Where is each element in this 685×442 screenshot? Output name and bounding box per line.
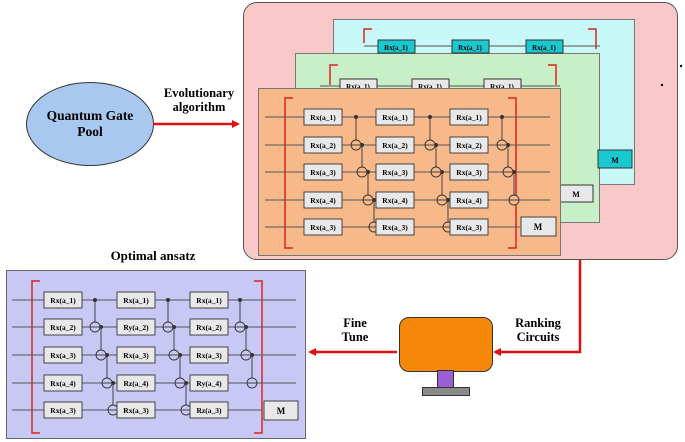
fine-tune-line2: Tune bbox=[341, 330, 369, 345]
optimal-gate: Ry(a_2) bbox=[123, 323, 149, 332]
ranking-line1: Ranking bbox=[515, 316, 561, 330]
front-gate: Rx(a_2) bbox=[382, 141, 408, 150]
front-gate: Rx(a_1) bbox=[382, 113, 408, 122]
ranking-line2: Circuits bbox=[516, 330, 560, 345]
optimal-gate: Rx(a_3) bbox=[50, 351, 76, 360]
front-gate: Rx(a_1) bbox=[456, 113, 482, 122]
evolutionary-line2: algorithm bbox=[172, 100, 226, 115]
front-gate: Rx(a_4) bbox=[382, 196, 408, 205]
front-gate: Rx(a_4) bbox=[310, 196, 336, 205]
front-gate: Rx(a_3) bbox=[456, 223, 482, 232]
optimal-gate: Rx(a_1) bbox=[50, 296, 76, 305]
optimal-gate: Rx(a_1) bbox=[196, 296, 222, 305]
back-top-gates bbox=[377, 39, 564, 54]
optimal-gate: Rx(a_1) bbox=[123, 296, 149, 305]
middle-measure-label: M bbox=[572, 190, 580, 199]
evolutionary-line1: Evolutionary bbox=[163, 86, 235, 100]
pool-label-line1: Quantum Gate bbox=[46, 108, 134, 124]
optimal-gate: Rx(a_3) bbox=[123, 351, 149, 360]
optimal-gate: Rx(a_4) bbox=[50, 379, 76, 388]
optimal-gate: Rx(a_3) bbox=[196, 351, 222, 360]
optimal-measure-label: M bbox=[277, 406, 286, 416]
middle-gate-1: Rx(a_1) bbox=[346, 83, 370, 91]
fine-tune-label: Fine Tune bbox=[325, 316, 385, 345]
optimal-gate: Rx(a_3) bbox=[50, 406, 76, 415]
front-gate: Rx(a_2) bbox=[310, 141, 336, 150]
front-gate: Rx(a_3) bbox=[382, 223, 408, 232]
front-gate: Rx(a_3) bbox=[310, 223, 336, 232]
middle-gate-2: Rx(a_1) bbox=[418, 83, 442, 91]
optimal-gate: Rx(a_3) bbox=[123, 406, 149, 415]
monitor-icon bbox=[399, 317, 493, 372]
front-measure-label: M bbox=[534, 222, 543, 232]
back-gate-1: Rx(a_1) bbox=[384, 44, 408, 52]
back-measure-label: M bbox=[611, 156, 619, 165]
arrow-to-ranking bbox=[493, 260, 582, 356]
fine-tune-line1: Fine bbox=[343, 316, 367, 330]
optimal-gate: Rx(a_2) bbox=[196, 323, 222, 332]
monitor-base bbox=[422, 387, 470, 396]
evolutionary-label: Evolutionary algorithm bbox=[156, 86, 242, 115]
front-gate: Rx(a_1) bbox=[310, 113, 336, 122]
pool-label-line2: Pool bbox=[77, 124, 103, 139]
back-measure-box bbox=[597, 149, 633, 169]
optimal-gate: Rz(a_4) bbox=[124, 379, 149, 388]
optimal-gate: Rz(a_3) bbox=[197, 406, 222, 415]
front-gate: Rx(a_3) bbox=[456, 168, 482, 177]
front-gate: Rx(a_3) bbox=[382, 168, 408, 177]
optimal-gate: Rx(a_2) bbox=[50, 323, 76, 332]
optimal-ansatz-title: Optimal ansatz bbox=[110, 248, 196, 263]
middle-gate-3: Rx(a_1) bbox=[490, 83, 514, 91]
optimal-gate: Ry(a_4) bbox=[196, 379, 222, 388]
ranking-circuits-label: Ranking Circuits bbox=[498, 316, 578, 345]
quantum-gate-pool: Quantum Gate Pool bbox=[26, 82, 154, 166]
back-gate-2: Rx(a_1) bbox=[458, 44, 482, 52]
front-gate: Rx(a_2) bbox=[456, 141, 482, 150]
front-gate: Rx(a_3) bbox=[310, 168, 336, 177]
front-gate: Rx(a_4) bbox=[456, 196, 482, 205]
back-gate-3: Rx(a_1) bbox=[532, 44, 556, 52]
